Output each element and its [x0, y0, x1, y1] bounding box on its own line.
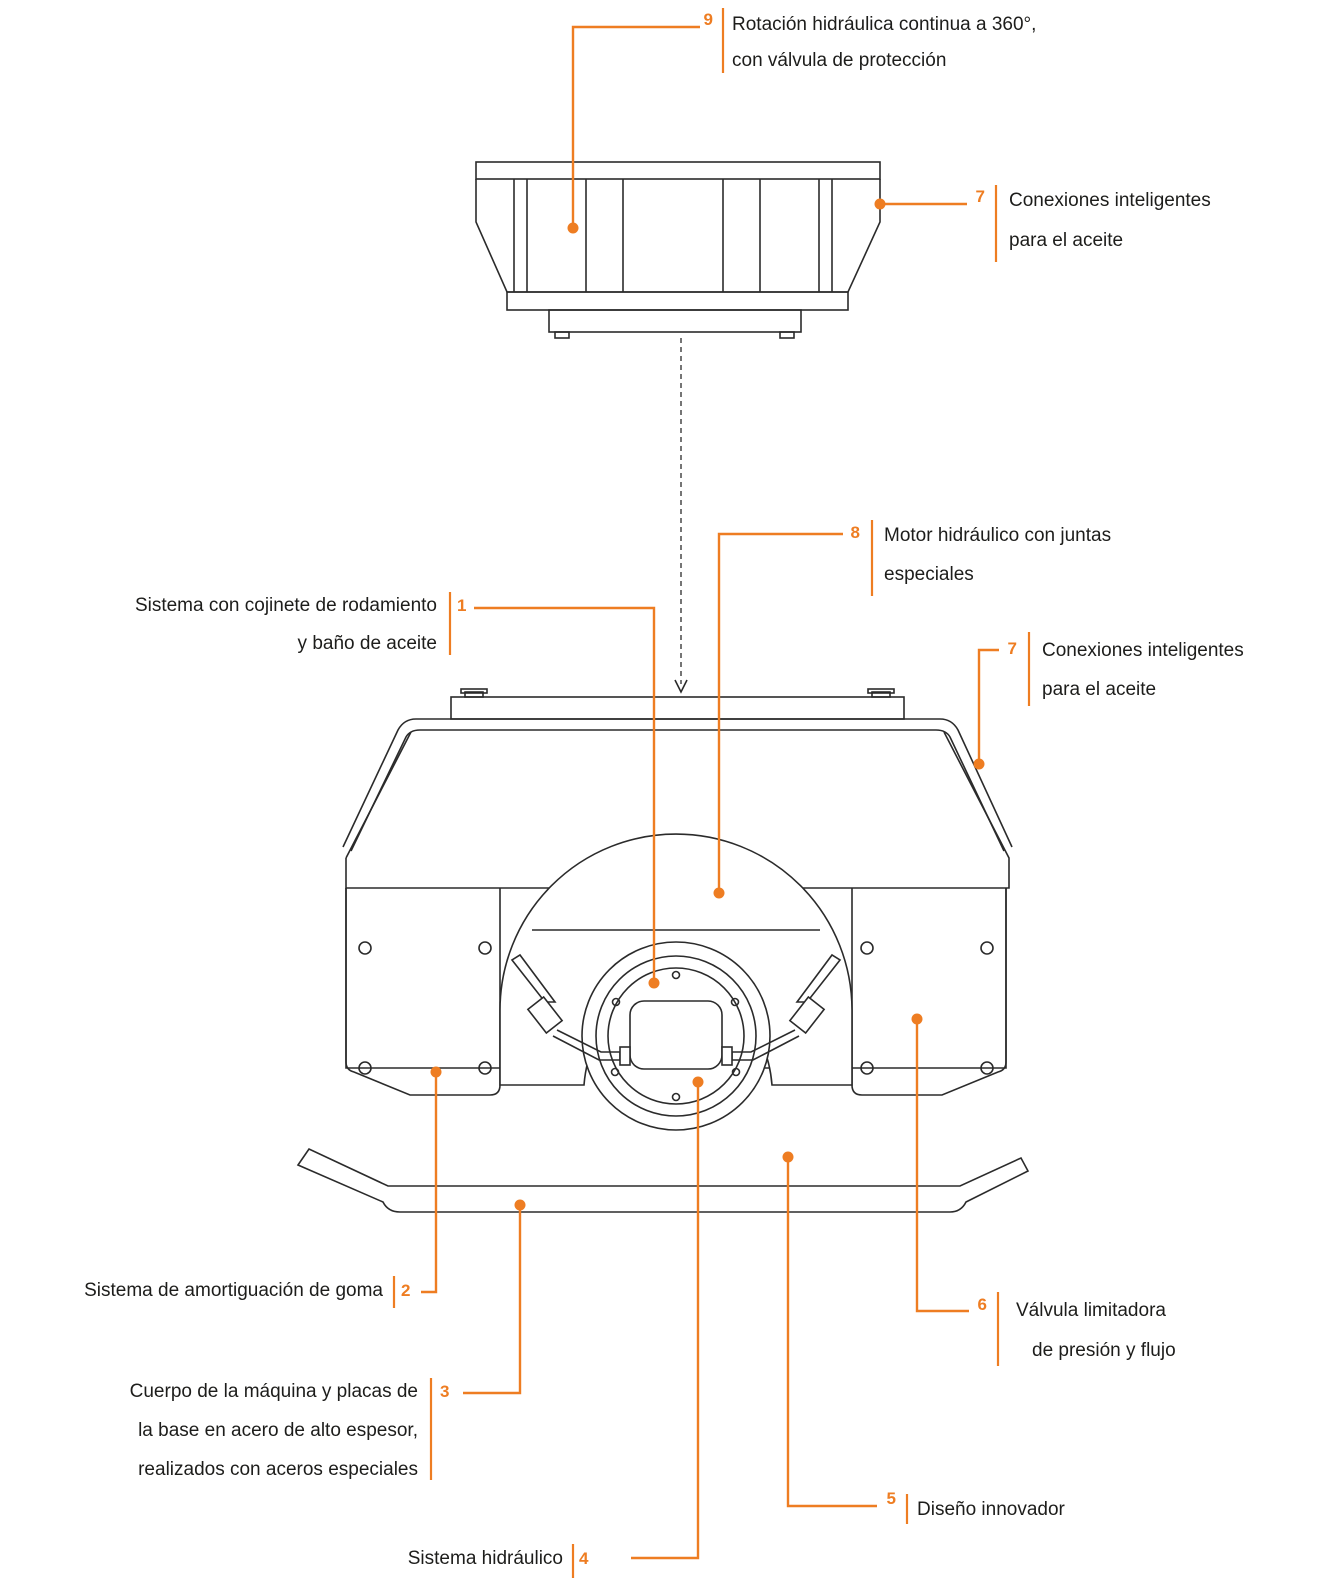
callout-5-number: 5	[887, 1489, 896, 1508]
leader-9	[571, 25, 700, 228]
callout-4: Sistema hidráulico 4	[408, 1544, 589, 1578]
callout-6-number: 6	[978, 1295, 987, 1314]
callout-7-bottom-line-2: para el aceite	[1042, 679, 1156, 700]
callout-7-bottom: 7 Conexiones inteligentes para el aceite	[1008, 632, 1244, 706]
callout-1-number: 1	[457, 596, 466, 615]
leader-3	[463, 1205, 522, 1395]
callout-5-line-1: Diseño innovador	[917, 1499, 1066, 1520]
machine-body	[296, 688, 1030, 1213]
callout-6-line-1: Válvula limitadora	[1016, 1300, 1166, 1321]
rotator-head	[475, 161, 881, 339]
callout-4-line-1: Sistema hidráulico	[408, 1548, 563, 1569]
callout-6: 6 Válvula limitadora de presión y flujo	[978, 1292, 1176, 1366]
callout-3-line-1: Cuerpo de la máquina y placas de	[130, 1381, 418, 1402]
callout-3-line-3: realizados con aceros especiales	[138, 1459, 418, 1480]
callout-3-number: 3	[440, 1382, 449, 1401]
dot-6	[911, 1013, 923, 1025]
callout-2-line-1: Sistema de amortiguación de goma	[84, 1280, 383, 1301]
callout-7-top-number: 7	[976, 187, 985, 206]
callout-1: Sistema con cojinete de rodamiento y bañ…	[135, 592, 466, 655]
dot-3	[514, 1199, 526, 1211]
callout-8-line-1: Motor hidráulico con juntas	[884, 525, 1111, 546]
leader-8	[717, 532, 843, 893]
leader-4	[631, 1082, 700, 1560]
dot-4	[692, 1076, 704, 1088]
callout-1-line-2: y baño de aceite	[298, 633, 437, 654]
dot-2	[430, 1066, 442, 1078]
callout-9-line-2: con válvula de protección	[732, 50, 946, 71]
leader-2	[421, 1072, 438, 1294]
leader-6	[915, 1019, 969, 1313]
callout-8-line-2: especiales	[884, 564, 974, 585]
callout-8-number: 8	[851, 523, 860, 542]
dot-5	[782, 1151, 794, 1163]
callout-7-top-line-1: Conexiones inteligentes	[1009, 190, 1211, 211]
leader-5	[786, 1157, 877, 1508]
callout-2: Sistema de amortiguación de goma 2	[84, 1276, 410, 1308]
callout-5: 5 Diseño innovador	[887, 1489, 1066, 1524]
callout-9: 9 Rotación hidráulica continua a 360°, c…	[704, 8, 1036, 73]
callout-2-number: 2	[401, 1281, 410, 1300]
callout-8: 8 Motor hidráulico con juntas especiales	[851, 520, 1111, 596]
callout-6-line-2: de presión y flujo	[1032, 1340, 1176, 1361]
callout-7-bottom-line-1: Conexiones inteligentes	[1042, 640, 1244, 661]
callout-4-number: 4	[579, 1549, 589, 1568]
leader-7b	[977, 648, 999, 764]
leader-1	[474, 606, 656, 983]
dot-1	[648, 977, 660, 989]
assembly-arrow	[674, 338, 688, 694]
dot-8	[713, 887, 725, 899]
callout-9-number: 9	[704, 10, 713, 29]
callout-3: Cuerpo de la máquina y placas de la base…	[130, 1378, 449, 1480]
callout-9-line-1: Rotación hidráulica continua a 360°,	[732, 14, 1036, 35]
dot-7a	[874, 198, 886, 210]
callout-7-top-line-2: para el aceite	[1009, 230, 1123, 251]
callout-7-top: 7 Conexiones inteligentes para el aceite	[976, 185, 1211, 262]
dot-9	[567, 222, 579, 234]
callout-7-bottom-number: 7	[1008, 639, 1017, 658]
callout-3-line-2: la base en acero de alto espesor,	[138, 1420, 418, 1441]
leader-lines	[421, 25, 999, 1560]
callout-1-line-1: Sistema con cojinete de rodamiento	[135, 595, 437, 616]
dot-7b	[973, 758, 985, 770]
